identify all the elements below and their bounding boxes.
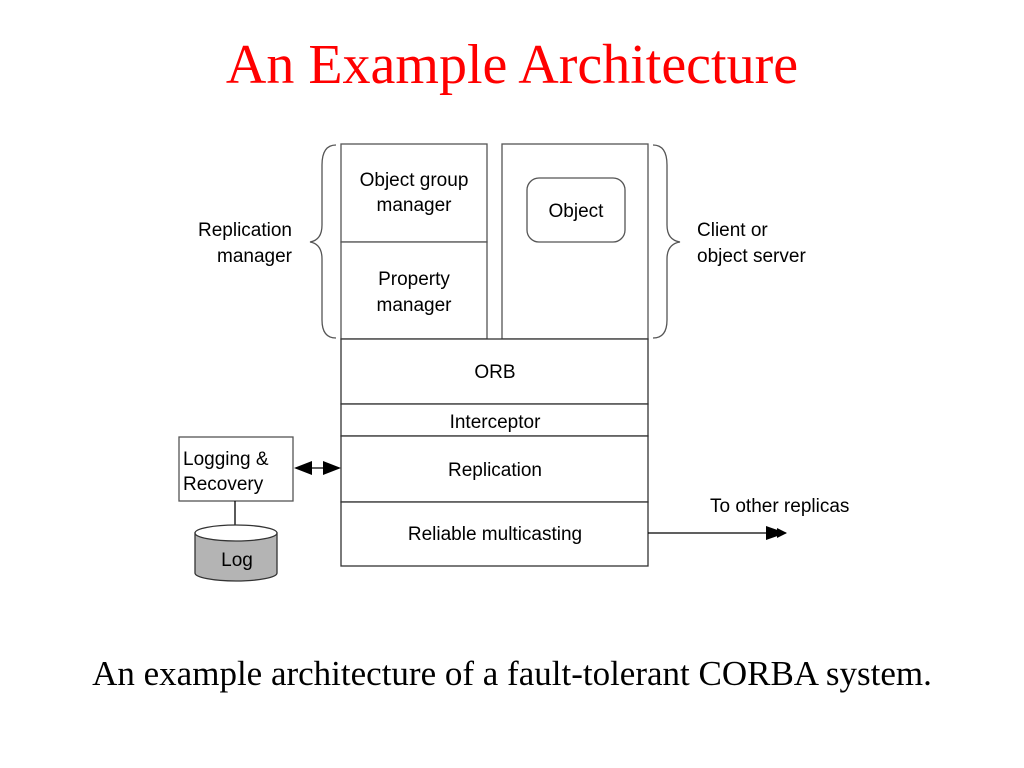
right-brace	[652, 144, 681, 339]
reliable-multicasting-layer	[340, 501, 649, 567]
left-brace	[309, 144, 337, 339]
replication-layer	[340, 435, 649, 503]
property-manager-box	[340, 241, 488, 340]
arrowhead-right-icon	[323, 461, 341, 475]
interceptor-label: Interceptor	[450, 412, 541, 433]
log-cylinder-top	[194, 524, 278, 542]
logging-recovery-label-1: Logging &	[183, 449, 269, 470]
object-group-manager-label-2: manager	[377, 195, 453, 216]
log-cylinder-body	[194, 532, 278, 582]
client-label-2: object server	[697, 246, 806, 267]
orb-label: ORB	[474, 362, 515, 383]
slide-title: An Example Architecture	[225, 34, 799, 96]
object-group-manager-box	[340, 143, 488, 243]
reliable-multicasting-label: Reliable multicasting	[408, 524, 582, 545]
orb-layer	[340, 338, 649, 405]
arrowhead-left-icon	[294, 461, 312, 475]
property-manager-label-2: manager	[377, 295, 453, 316]
replication-manager-label-2: manager	[217, 246, 293, 267]
arrowhead-icon	[766, 526, 786, 540]
client-label-1: Client or	[697, 220, 768, 241]
slide-caption: An example architecture of a fault-toler…	[92, 654, 932, 693]
logging-recovery-box	[178, 436, 294, 502]
log-label: Log	[221, 550, 253, 571]
object-box	[526, 177, 626, 243]
property-manager-label-1: Property	[378, 269, 450, 290]
replication-label: Replication	[448, 460, 542, 481]
object-label: Object	[549, 201, 605, 222]
interceptor-layer	[340, 403, 649, 437]
replication-manager-label-1: Replication	[198, 220, 292, 241]
to-other-replicas-label: To other replicas	[710, 496, 849, 517]
object-group-manager-label-1: Object group	[360, 170, 469, 191]
logging-recovery-label-2: Recovery	[183, 474, 264, 495]
